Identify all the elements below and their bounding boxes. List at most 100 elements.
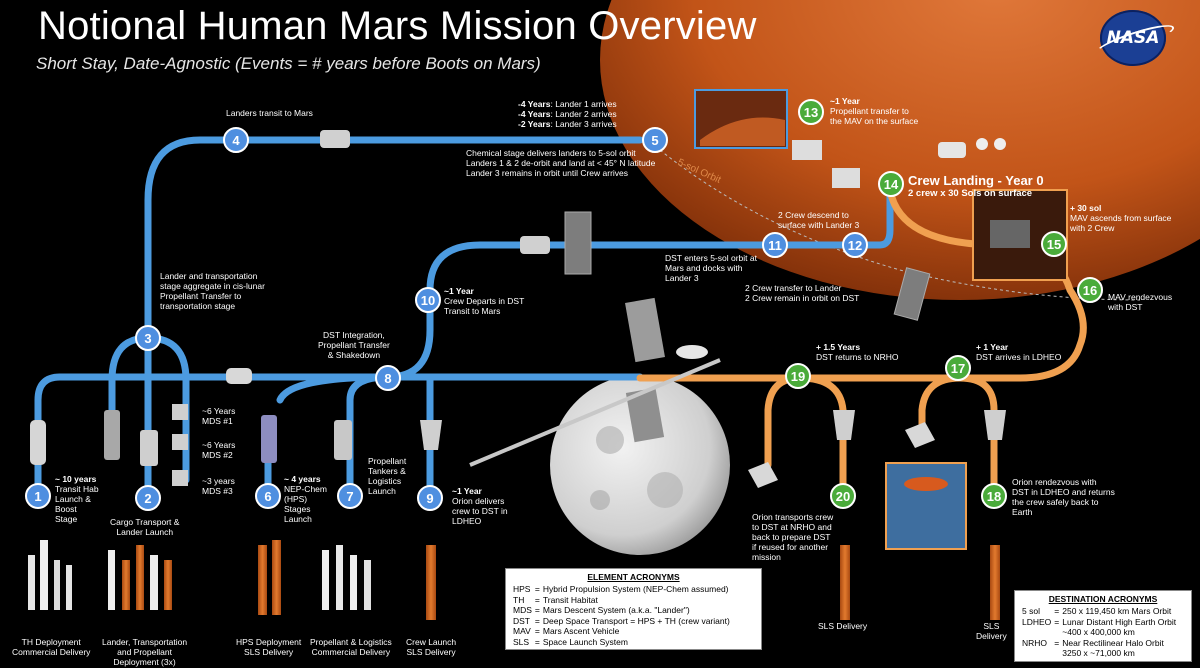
module-icon [520,236,550,254]
crew-transfer-label: 2 Crew transfer to Lander 2 Crew remain … [745,283,860,303]
step-node-7: 7 [337,483,363,509]
table-row: MAV=Mars Ascent Vehicle [513,626,620,636]
table-row: NRHO=Near Rectilinear Halo Orbit [1022,637,1164,648]
step-11-label: DST enters 5-sol orbit at Mars and docks… [665,253,757,283]
mav-ascent-image-detail [990,220,1030,248]
orion-capsule-icon [905,422,935,448]
splashdown-image [885,462,967,550]
table-row: HPS=Hybrid Propulsion System (NEP-Chem a… [513,584,729,594]
module-icon [226,368,252,384]
step-5-arrivals: -4 Years: Lander 1 arrives-4 Years: Land… [518,99,617,129]
step-node-12: 12 [842,232,868,258]
table-row: 5 sol=250 x 119,450 km Mars Orbit [1022,606,1172,616]
parachute-icon [904,477,948,491]
hps-stage-icon [261,415,277,463]
step-7-label: Propellant Tankers & Logistics Launch [368,456,407,496]
step-node-4: 4 [223,127,249,153]
step-node-15: 15 [1041,231,1067,257]
delivery-label-sls-18: SLS Delivery [976,621,1007,641]
rover-icon [938,142,966,158]
delivery-label-crew: Crew Launch SLS Delivery [406,637,457,657]
step-4-label: Landers transit to Mars [226,108,313,118]
step-node-2: 2 [135,485,161,511]
astronaut-icon [976,138,988,150]
step-node-20: 20 [830,483,856,509]
step-node-19: 19 [785,363,811,389]
step-node-13: 13 [798,99,824,125]
solar-array-icon [893,267,931,321]
mds-icon [172,470,188,486]
moon-crater [596,426,624,454]
step-node-3: 3 [135,325,161,351]
mds-icon [172,404,188,420]
mds-1-label: ~6 Years MDS #1 [202,406,236,426]
step-8-label: DST Integration, Propellant Transfer & S… [318,330,390,360]
moon-crater [647,472,683,508]
step-node-1: 1 [25,483,51,509]
transit-hab-icon [30,420,46,465]
step-node-14: 14 [878,171,904,197]
orion-icon [984,410,1006,440]
cargo-stack-icon [104,410,120,460]
step-14-label: 2 crew x 30 Sols on surface [908,188,1033,199]
mars-lander-icon [832,168,860,188]
moon [550,375,730,555]
table-row: 3250 x ~71,000 km [1062,648,1135,658]
step-14-title: Crew Landing - Year 0 [908,173,1044,188]
moon-crater [590,490,610,510]
destination-acronyms-title: DESTINATION ACRONYMS [1048,594,1158,604]
table-row: ~400 x 400,000 km [1062,627,1135,637]
table-row: LDHEO=Lunar Distant High Earth Orbit [1022,616,1177,627]
step-node-16: 16 [1077,277,1103,303]
table-row: DST=Deep Space Transport = HPS + TH (cre… [513,615,730,626]
dst-spacecraft [469,297,721,467]
orion-capsule-icon [748,462,778,488]
table-row: TH=Transit Habitat [513,594,598,605]
astronaut-icon [994,138,1006,150]
step-20-label: Orion transports crew to DST at NRHO and… [752,512,834,562]
tanker-icon [334,420,352,460]
mds-2-label: ~6 Years MDS #2 [202,440,236,460]
five-sol-orbit [659,149,1141,301]
orion-icon [420,420,442,450]
nasa-logo: NASA [1093,10,1177,66]
table-row: SLS=Space Launch System [513,636,628,647]
mds-icon [172,434,188,450]
lander-icon [140,430,158,466]
step-node-10: 10 [415,287,441,313]
destination-acronyms-box: DESTINATION ACRONYMS 5 sol=250 x 119,450… [1014,590,1192,662]
page-title: Notional Human Mars Mission Overview [38,4,757,48]
step-3-label: Lander and transportation stage aggregat… [160,271,265,311]
step-5-label: Chemical stage delivers landers to 5-sol… [466,148,656,178]
mars-lander-icon [792,140,822,160]
step-node-5: 5 [642,127,668,153]
step-node-11: 11 [762,232,788,258]
lander-entry-image-detail [700,117,785,146]
launch-vehicles [28,540,1000,620]
delivery-label-propellant: Propellant & Logistics Commercial Delive… [310,637,392,657]
step-node-17: 17 [945,355,971,381]
solar-array-icon [564,211,592,275]
mds-3-label: ~3 years MDS #3 [202,476,235,496]
step-18-label: Orion rendezvous with DST in LDHEO and r… [1012,477,1115,517]
destination-acronyms-table: 5 sol=250 x 119,450 km Mars Orbit LDHEO=… [1022,606,1179,659]
step-2-label: Cargo Transport & Lander Launch [110,517,180,537]
table-row: MDS=Mars Descent System (a.k.a. "Lander"… [513,605,690,615]
delivery-label-sls-20: SLS Delivery [818,621,868,631]
delivery-label-hps: HPS Deployment SLS Delivery [236,637,302,657]
step-node-18: 18 [981,483,1007,509]
element-acronyms-box: ELEMENT ACRONYMS HPS=Hybrid Propulsion S… [505,568,762,650]
delivery-label-th: TH Deployment Commercial Delivery [12,637,91,657]
element-acronyms-table: HPS=Hybrid Propulsion System (NEP-Chem a… [513,584,733,647]
delivery-label-lander: Lander, Transportation and Propellant De… [102,637,188,667]
step-node-9: 9 [417,485,443,511]
orion-icon [833,410,855,440]
